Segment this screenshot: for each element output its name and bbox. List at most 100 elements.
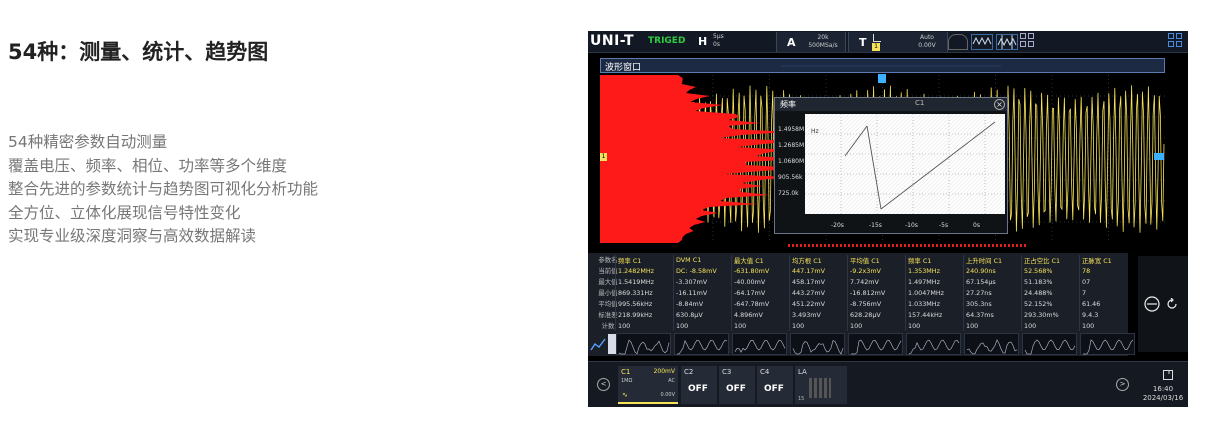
trend-thumbnail[interactable] [616,333,671,355]
logic-analyzer-num: 15 [798,396,805,402]
trend-thumbnail[interactable] [848,333,903,355]
table-cell: 100 [792,322,805,330]
channel2-state: OFF [688,384,708,394]
trend-thumbnail[interactable] [1080,333,1135,355]
bottom-bar: < C1 200mV 1MΩ AC 0.00V ∿ C2 OFF C3 OFF … [588,361,1188,407]
waveform-window-title[interactable]: 波形窗口 [600,58,1165,73]
row-label: 最小值 [598,289,618,297]
save-icon[interactable] [1163,370,1173,380]
table-cell: -3.307mV [676,278,708,286]
channel1-panel[interactable]: C1 200mV 1MΩ AC 0.00V ∿ [618,366,678,404]
column-header[interactable]: 最大值 C1 [734,257,764,265]
column-divider [615,255,616,331]
logic-channels-icon [809,378,831,398]
channel3-panel[interactable]: C3 OFF [719,366,755,404]
table-cell: 61.46 [1082,300,1101,308]
channel2-panel[interactable]: C2 OFF [681,366,717,404]
logic-analyzer-panel[interactable]: LA 15 [795,366,847,404]
trigger-level: 0.00V [918,42,936,49]
table-cell: 27.27ns [966,289,992,297]
table-cell: 9.4.3 [1082,311,1099,319]
y-tick: 1.4958M [778,126,805,133]
column-header[interactable]: DVM C1 [676,256,702,264]
chevron-left-icon[interactable]: < [597,378,610,391]
table-cell: -8.756mV [850,300,882,308]
trigger-mode: Auto [920,34,934,41]
cursor-measure-icon[interactable] [996,34,1018,50]
table-cell: -64.17mV [734,289,766,297]
zoom-range-bar[interactable] [781,65,1001,67]
trend-thumbnails[interactable] [588,332,1135,356]
trend-popup-title: 频率 [780,100,796,109]
trend-thumbnail[interactable] [790,333,845,355]
channel1-coupling: AC [668,378,675,384]
table-cell: -647.78mV [734,300,770,308]
trend-thumbnail[interactable] [1022,333,1077,355]
column-header[interactable]: 频率 C1 [618,257,642,265]
table-cell: -8.84mV [676,300,704,308]
column-divider [789,255,790,331]
trend-thumbnail[interactable] [964,333,1019,355]
table-cell: 447.17mV [792,267,825,275]
trigger-segment[interactable]: T 1 Auto 0.00V [848,32,948,52]
horizontal-values[interactable]: 5μs 0s [713,33,724,49]
table-cell: 100 [966,322,979,330]
trend-popup-header[interactable]: 频率 C1 × [775,98,1007,111]
trend-popup[interactable]: 频率 C1 × 1.4958M 1.2685M 1.0680M 905.56k … [774,97,1008,234]
trend-thumbnail[interactable] [674,333,729,355]
column-header[interactable]: 均方根 C1 [792,257,822,265]
trigger-label: T [859,36,867,49]
trigger-level-marker[interactable] [1154,153,1164,160]
refresh-icon[interactable] [1166,298,1178,310]
column-header[interactable]: 频率 C1 [908,257,932,265]
column-header[interactable]: 正占空比 C1 [1024,257,1061,265]
page-title: 54种：测量、统计、趋势图 [8,40,269,64]
close-icon[interactable]: × [994,99,1005,110]
x-tick: -10s [905,222,918,229]
column-divider [963,255,964,331]
trend-thumbnail[interactable] [906,333,961,355]
table-cell: 458.17mV [792,278,825,286]
menu-grid-icon[interactable] [1168,33,1184,49]
column-divider [1079,255,1080,331]
channel1-vdiv: 200mV [653,368,675,375]
acquire-label: A [787,36,796,49]
horizontal-label[interactable]: H [698,35,708,48]
column-divider [1021,255,1022,331]
coupling-icon: ∿ [622,391,628,399]
brand-logo: UNI-T [590,33,635,49]
column-header[interactable]: 正脉宽 C1 [1082,257,1112,265]
table-cell: 305.3ns [966,300,992,308]
trend-icon[interactable] [590,334,606,354]
table-cell: 1.033MHz [908,300,940,308]
acquire-values: 20k 500MSa/s [803,34,843,50]
gauge-icon[interactable] [948,34,968,50]
table-cell: 100 [676,322,689,330]
chevron-right-icon[interactable]: > [1116,378,1129,391]
table-cell: 07 [1082,278,1091,286]
feature-item: 覆盖电压、频率、相位、功率等多个维度 [8,156,288,175]
add-measure-icon[interactable] [1144,296,1160,312]
channel1-marker[interactable]: 1 [600,153,607,161]
trend-popup-channel: C1 [915,99,925,107]
channel4-panel[interactable]: C4 OFF [757,366,793,404]
x-tick: -15s [869,222,882,229]
wave-measure-icon[interactable] [971,34,993,50]
clock-date: 2024/03/16 [1142,394,1184,402]
layout-grid-icon[interactable] [1020,33,1036,49]
trend-thumbnail[interactable] [732,333,787,355]
trigger-position-marker[interactable] [878,74,886,83]
table-cell: 630.8μV [676,311,703,319]
trigger-status: TRIGED [648,36,686,46]
column-header[interactable]: 上升时间 C1 [966,257,1003,265]
record-indicator [788,244,1028,247]
column-header[interactable]: 平均值 C1 [850,257,880,265]
table-cell: 7 [1082,289,1087,297]
x-tick: 0s [973,222,980,229]
channel2-name: C2 [684,368,694,376]
y-unit: Hz [811,128,819,135]
table-cell: -16.11mV [676,289,708,297]
acquire-segment[interactable]: A 20k 500MSa/s [776,32,846,52]
table-cell: 100 [734,322,747,330]
y-tick: 1.0680M [778,158,805,165]
